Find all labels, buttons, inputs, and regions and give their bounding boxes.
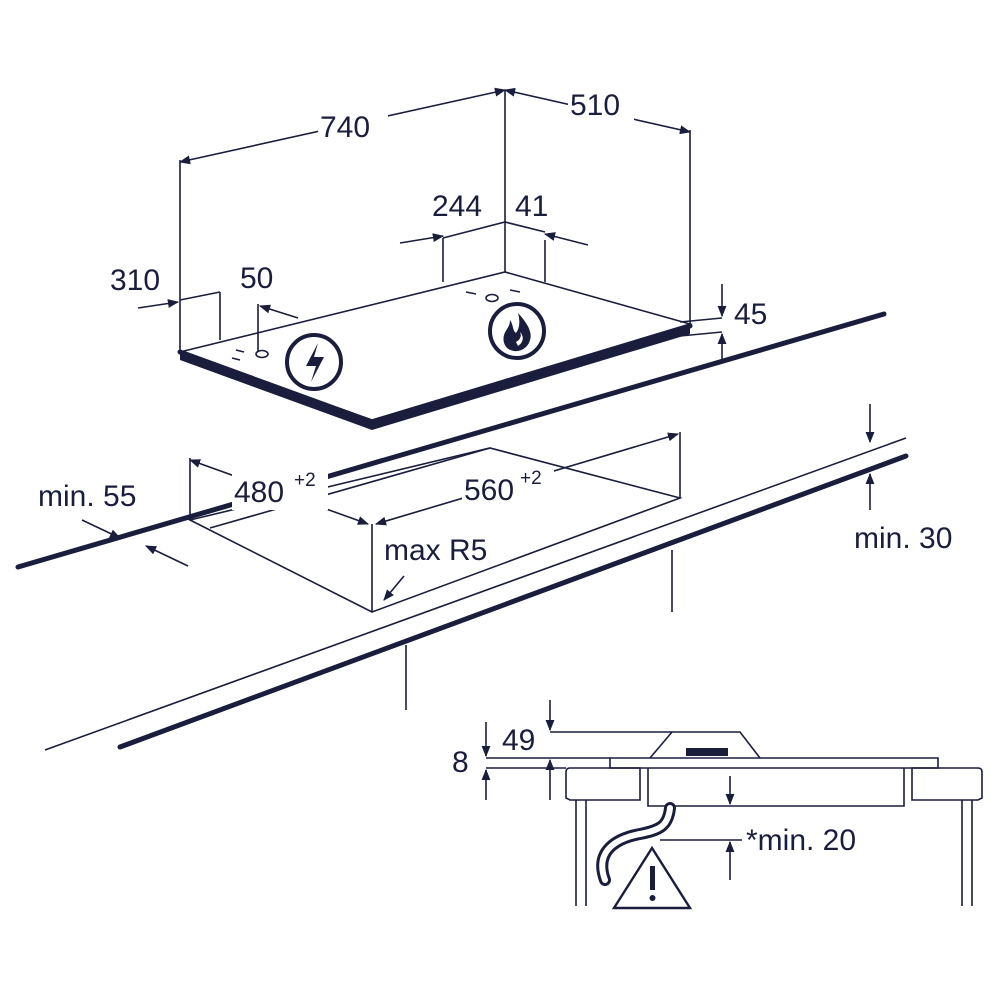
cutout-width-label: 560 xyxy=(464,474,514,507)
hob-front-edge xyxy=(177,323,693,425)
cutout-width-tolerance: +2 xyxy=(520,468,542,489)
corner-radius-label: max R5 xyxy=(384,534,487,567)
hob-body xyxy=(647,768,905,807)
warning-triangle-icon xyxy=(611,845,693,910)
section-view: 49 8 *min. 20 xyxy=(452,700,983,910)
hob-edge-shadow xyxy=(180,354,372,430)
front-clearance-label: min. 55 xyxy=(38,480,136,513)
hob-top-view: 740 510 244 41 310 50 45 xyxy=(110,84,767,430)
cutout-depth-label: 480 xyxy=(234,476,284,509)
gas-connection-icon xyxy=(488,302,546,360)
total-height-label: 49 xyxy=(502,724,535,757)
dim-50-label: 50 xyxy=(240,262,273,295)
dim-45-label: 45 xyxy=(734,298,767,331)
dim-510-label: 510 xyxy=(570,89,620,122)
rear-clearance-label: min. 30 xyxy=(854,522,952,555)
countertop: 480 +2 560 +2 min. 55 max R5 min. 30 xyxy=(15,311,952,751)
clearance-below-label: *min. 20 xyxy=(746,824,856,857)
dim-41-label: 41 xyxy=(515,190,548,223)
hob-edge-shadow-right xyxy=(372,328,690,430)
dim-310-label: 310 xyxy=(110,264,160,297)
glass-plate xyxy=(609,757,939,769)
glass-thickness-label: 8 xyxy=(452,746,469,779)
cutout-depth-tolerance: +2 xyxy=(294,470,316,491)
electric-connection-icon xyxy=(285,333,343,391)
dim-244-label: 244 xyxy=(432,190,482,223)
dim-740-label: 740 xyxy=(320,111,370,144)
